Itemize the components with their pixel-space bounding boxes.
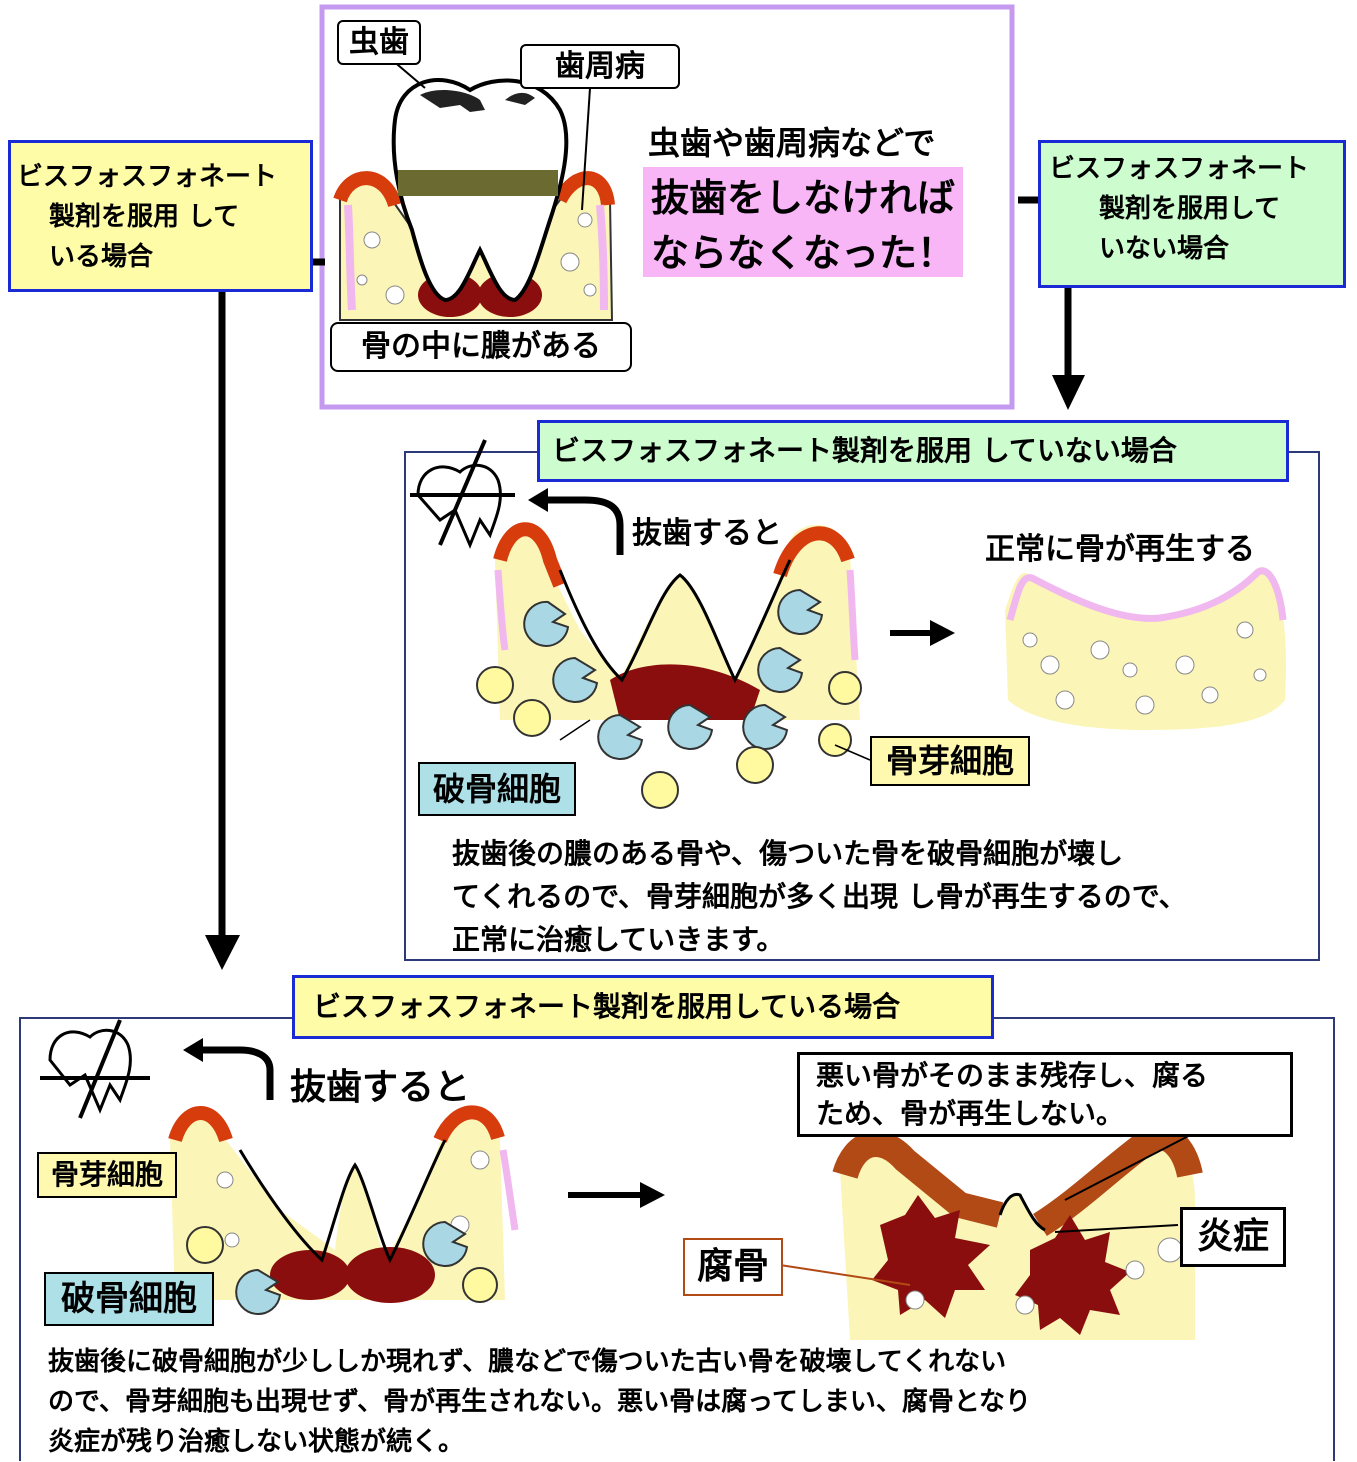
extracted-tooth-icon xyxy=(410,439,515,549)
caries-label: 虫歯 xyxy=(337,20,421,65)
non-healing-socket-illustration xyxy=(168,1105,519,1303)
taking-desc-line1: 抜歯後に破骨細胞が少ししか現れず、膿などで傷ついた古い骨を破壊してくれない xyxy=(48,1347,1007,1377)
curved-arrow-icon xyxy=(200,1046,274,1100)
top-message-line3: ならなくなった！ xyxy=(643,222,964,277)
taking-branch-line1: ビスフォスフォネート xyxy=(17,162,278,192)
pus-label: 骨の中に膿がある xyxy=(330,322,632,372)
bad-bone-line1: 悪い骨がそのまま残存し、腐る xyxy=(816,1059,1209,1092)
taking-description: 抜歯後に破骨細胞が少ししか現れず、膿などで傷ついた古い骨を破壊してくれない ので… xyxy=(48,1342,1031,1462)
necrotic-bone-illustration xyxy=(832,1124,1203,1340)
taking-desc-line3: 炎症が残り治癒しない状態が続く。 xyxy=(48,1427,465,1457)
osteoblast-icon xyxy=(476,666,862,809)
left-connector-arrow xyxy=(218,258,325,950)
not-taking-osteoclast-label: 破骨細胞 xyxy=(418,762,576,816)
top-message-line1: 虫歯や歯周病などで xyxy=(648,124,936,162)
taking-branch-line2: 製剤を服用 して xyxy=(49,202,240,232)
necrotic-mass xyxy=(872,1195,990,1318)
not-taking-osteoblast-label: 骨芽細胞 xyxy=(870,736,1030,786)
bad-bone-callout: 悪い骨がそのまま残存し、腐る ため、骨が再生しない。 xyxy=(797,1052,1293,1137)
normal-regeneration-label: 正常に骨が再生する xyxy=(985,532,1255,567)
taking-osteoclast-label: 破骨細胞 xyxy=(44,1272,214,1326)
taking-extract-label: 抜歯すると xyxy=(290,1067,471,1108)
inflammation-label: 炎症 xyxy=(1180,1207,1286,1267)
not-taking-branch-line3: いない場合 xyxy=(1099,234,1230,264)
taking-branch-box: ビスフォスフォネート 製剤を服用 して いる場合 xyxy=(8,140,313,292)
not-taking-branch-line2: 製剤を服用して xyxy=(1099,194,1281,224)
not-taking-branch-box: ビスフォスフォネート 製剤を服用して いない場合 xyxy=(1038,140,1346,288)
osteoclast-icon xyxy=(235,1220,469,1315)
not-taking-description: 抜歯後の膿のある骨や、傷ついた骨を破骨細胞が壊し てくれるので、骨芽細胞が多く出… xyxy=(452,832,1187,961)
not-taking-desc-line1: 抜歯後の膿のある骨や、傷ついた骨を破骨細胞が壊し xyxy=(452,837,1124,870)
extracted-tooth-icon xyxy=(40,1019,150,1119)
osteoclast-icon xyxy=(523,588,824,760)
not-taking-header: ビスフォスフォネート製剤を服用 していない場合 xyxy=(537,420,1289,482)
periodontal-label: 歯周病 xyxy=(520,44,680,89)
curved-arrow-icon xyxy=(545,496,624,555)
top-message-line2: 抜歯をしなければ xyxy=(643,167,964,222)
taking-branch-line3: いる場合 xyxy=(49,242,154,272)
not-taking-desc-line2: てくれるので、骨芽細胞が多く出現 し骨が再生するので、 xyxy=(452,880,1187,913)
taking-header: ビスフォスフォネート製剤を服用している場合 xyxy=(292,975,994,1039)
top-tooth-illustration xyxy=(333,47,615,321)
necrosis-label: 腐骨 xyxy=(683,1238,783,1296)
not-taking-branch-line1: ビスフォスフォネート xyxy=(1049,154,1310,184)
bad-bone-line2: ため、骨が再生しない。 xyxy=(816,1097,1125,1130)
not-taking-desc-line3: 正常に治癒していきます。 xyxy=(452,923,785,956)
not-taking-extract-label: 抜歯すると xyxy=(632,516,782,551)
taking-osteoblast-label: 骨芽細胞 xyxy=(37,1152,177,1198)
healed-bone-illustration xyxy=(1005,567,1287,730)
osteoblast-icon xyxy=(186,1226,498,1303)
taking-desc-line2: ので、骨芽細胞も出現せず、骨が再生されない。悪い骨は腐ってしまい、腐骨となり xyxy=(48,1387,1032,1417)
